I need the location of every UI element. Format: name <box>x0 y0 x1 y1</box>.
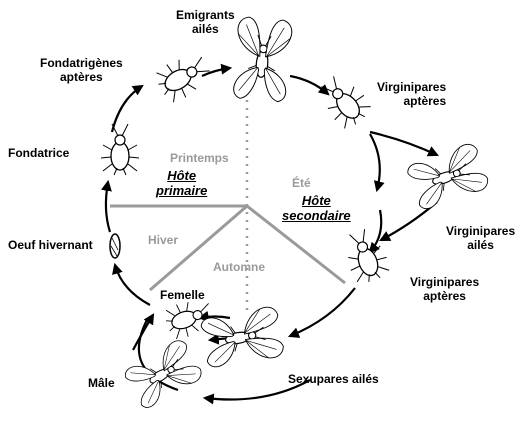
season-printemps: Printemps <box>170 151 229 165</box>
label-male: Mâle <box>88 376 115 390</box>
arrow-fondatrigenes-to-emigrants <box>202 68 230 76</box>
label-fondatrice: Fondatrice <box>8 146 69 160</box>
arrow-right-side-down <box>370 210 381 252</box>
divider-hiver-bottom <box>150 206 247 290</box>
season-automne: Automne <box>213 260 265 274</box>
arrow-apteres-to-sexupares <box>290 288 355 336</box>
season-hiver: Hiver <box>148 233 178 247</box>
season-ete: Été <box>292 176 311 190</box>
fondatrice-aphid-illustration <box>101 124 139 175</box>
arrow-virginipares-to-ailes <box>370 132 437 155</box>
label-sexupares-ailes: Sexupares ailés <box>288 372 379 386</box>
virginipares-ailes-winged-aphid-illustration <box>405 141 490 211</box>
emigrants-winged-aphid-illustration <box>232 16 293 102</box>
arrow-oeuf-to-fondatrice <box>106 182 110 232</box>
sexupares-winged-aphid-illustration <box>200 305 285 369</box>
fondatrigenes-aphid-illustration <box>152 48 215 106</box>
arrow-male-to-femelle <box>133 315 153 350</box>
overwintering-egg-illustration <box>110 234 120 258</box>
arrow-virginipares-down <box>370 134 380 190</box>
arrow-emigrants-to-virginipares <box>290 76 328 94</box>
arrow-femelle-to-oeuf <box>115 265 150 305</box>
virginipares-apteres-2-aphid-illustration <box>339 225 392 286</box>
virginipares-apteres-aphid-illustration <box>313 69 375 132</box>
label-oeuf-hivernant: Oeuf hivernant <box>8 238 93 252</box>
label-femelle: Femelle <box>160 288 205 302</box>
